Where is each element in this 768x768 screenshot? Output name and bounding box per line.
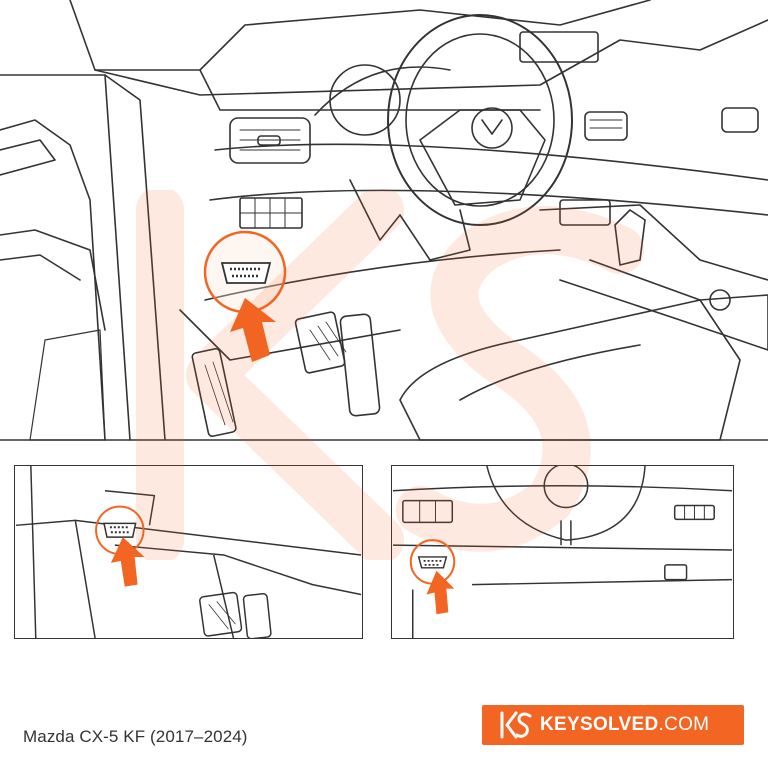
inset-right-view bbox=[391, 465, 734, 639]
main-interior-illustration bbox=[0, 0, 768, 441]
inset-left-view bbox=[14, 465, 363, 639]
obd-port-icon bbox=[203, 230, 287, 314]
keysolved-badge[interactable]: KEYSOLVED.COM bbox=[482, 705, 744, 745]
obd-port-icon bbox=[409, 539, 456, 585]
brand-name-bold: KEYSOLVED bbox=[540, 714, 659, 735]
keysolved-logo-icon bbox=[500, 711, 532, 739]
brand-name-tld: .COM bbox=[658, 714, 710, 735]
vehicle-caption: Mazda CX-5 KF (2017–2024) bbox=[23, 727, 248, 746]
arrow-up-icon bbox=[230, 298, 276, 362]
arrow-up-icon bbox=[110, 537, 145, 587]
brand-name: KEYSOLVED.COM bbox=[540, 714, 709, 736]
arrow-up-icon bbox=[426, 570, 455, 615]
